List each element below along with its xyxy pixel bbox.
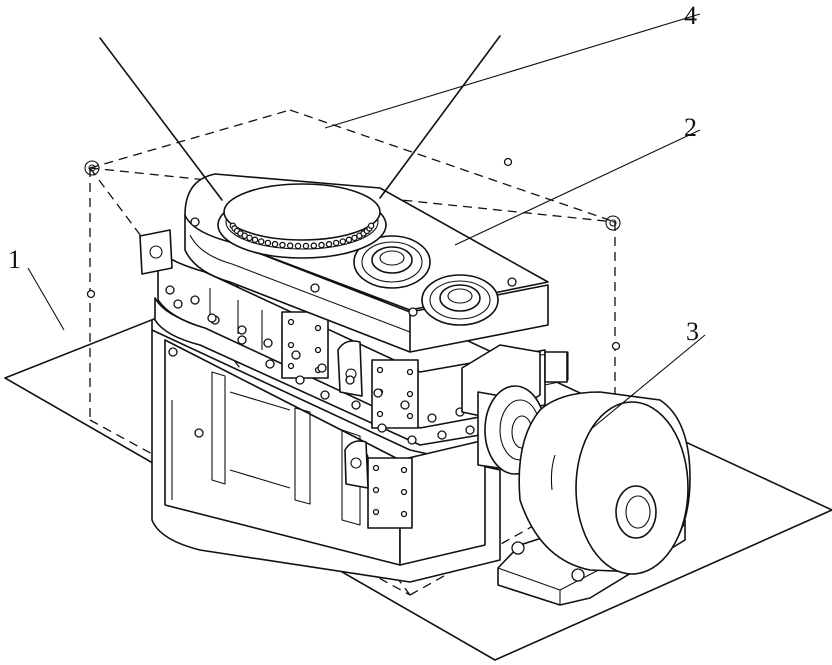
callout-2: 2 — [684, 113, 697, 142]
bolt-icon — [190, 217, 200, 227]
leader-lines — [27, 13, 706, 431]
bolt-icon — [279, 241, 286, 249]
bolt-icon — [295, 375, 305, 385]
bolt-icon — [465, 425, 475, 435]
bolt-icon — [317, 363, 327, 373]
anchor-hole-icon — [605, 215, 621, 231]
bolt-icon — [207, 313, 217, 323]
bolt-icon — [437, 430, 447, 440]
output-flange — [217, 183, 387, 259]
callout-4: 4 — [684, 1, 697, 30]
callout-3: 3 — [686, 317, 699, 346]
bolt-icon — [377, 423, 387, 433]
bolt-icon — [407, 435, 417, 445]
bolt-icon — [286, 242, 294, 249]
bolt-icon — [325, 240, 333, 248]
anchor-hole-icon — [84, 160, 100, 176]
callout-1: 1 — [8, 245, 21, 274]
mill-column — [99, 35, 501, 201]
bolt-icon — [318, 241, 325, 249]
bolt-icon — [265, 359, 275, 369]
bolt-icon — [264, 239, 272, 247]
middle-housing — [157, 249, 546, 489]
bolt-icon — [173, 299, 183, 309]
bolt-icon — [310, 283, 320, 293]
bolt-icon — [246, 234, 253, 242]
bolt-icon — [165, 285, 175, 295]
bolt-icon — [237, 335, 247, 345]
bolt-icon — [190, 295, 200, 305]
bolt-icon — [291, 350, 301, 360]
bearing-cap-1 — [353, 235, 431, 289]
bolt-icon — [302, 242, 310, 250]
bolt-icon — [367, 222, 375, 230]
bolt-icon — [294, 242, 302, 250]
lifting-lug — [344, 440, 369, 489]
bolt-icon — [345, 236, 353, 244]
bolt-icon — [251, 236, 259, 244]
motor — [518, 391, 691, 575]
lifting-eye-icon — [149, 245, 163, 259]
bolt-icon — [373, 388, 383, 398]
bolt-icon — [320, 390, 330, 400]
bolt-icon — [345, 375, 355, 385]
lifting-lug — [337, 340, 363, 397]
bolt-icon — [351, 400, 361, 410]
bolt-icon — [507, 277, 517, 287]
bolt-icon — [257, 238, 265, 245]
bolt-icon — [408, 307, 418, 317]
bolt-icon — [427, 413, 437, 423]
bolt-icon — [332, 239, 340, 247]
bolt-icon — [339, 238, 347, 245]
bolt-icon — [400, 400, 410, 410]
bolt-icon — [271, 240, 279, 248]
bolt-icon — [237, 325, 247, 335]
bolt-icon — [263, 338, 273, 348]
bearing-cap-2 — [421, 274, 499, 326]
bolt-icon — [310, 242, 318, 249]
